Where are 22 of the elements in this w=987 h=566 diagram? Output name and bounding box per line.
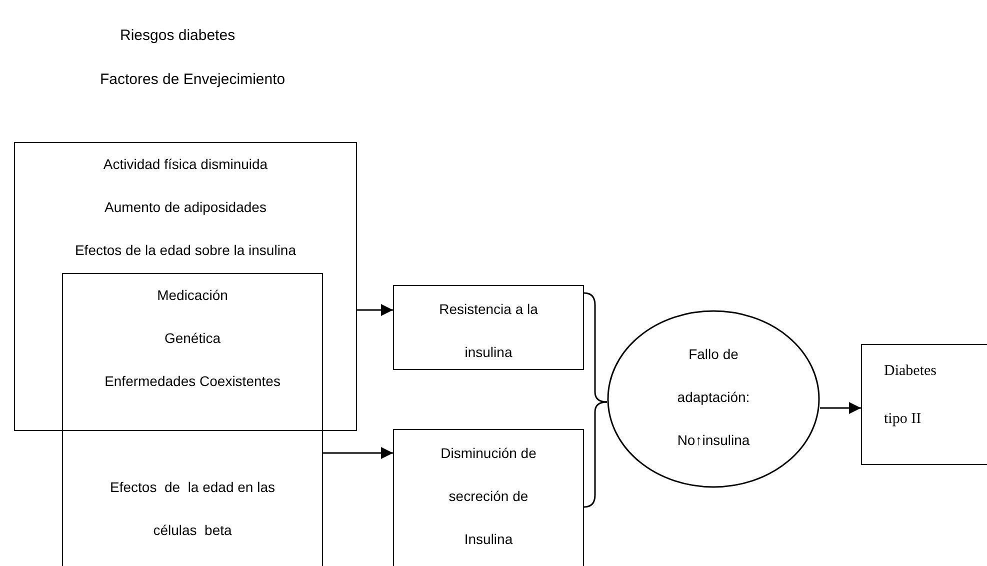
- ellipse-text: Fallo de adaptación: No↑insulina: [676, 345, 751, 450]
- factor-box: [62, 273, 323, 566]
- arrow: [820, 402, 861, 414]
- factor-box: [14, 142, 357, 431]
- process-box: [393, 285, 584, 370]
- factor-text: Actividad física disminuida: [103, 155, 268, 174]
- process-box: [393, 429, 584, 566]
- box-text: Disminución de secreción de Insulina: [440, 444, 538, 549]
- arrow: [357, 304, 393, 316]
- factor-text: Aumento de adiposidades: [104, 198, 266, 217]
- factor-text: Efectos de la edad en las células beta: [109, 478, 276, 540]
- subtitle-text: Factores de Envejecimiento: [100, 71, 286, 88]
- factor-text: Enfermedades Coexistentes: [104, 372, 280, 391]
- factor-text: Efectos de la edad sobre la insulina: [74, 241, 296, 260]
- factor-text: Medicación: [157, 286, 228, 305]
- result-box: [861, 344, 987, 465]
- box-text: Diabetes tipo II: [884, 362, 938, 429]
- factor-text: Genética: [164, 329, 221, 348]
- box-text: Resistencia a la insulina: [438, 300, 539, 362]
- outcome-ellipse: [607, 310, 820, 488]
- diagram-title: Riesgos diabetes: [120, 27, 236, 44]
- arrow: [323, 447, 393, 459]
